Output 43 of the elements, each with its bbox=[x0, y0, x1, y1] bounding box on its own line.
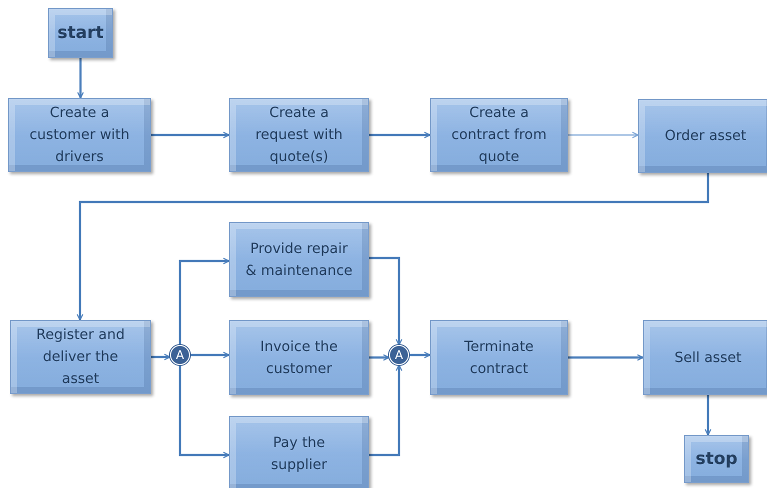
arrow bbox=[190, 352, 230, 358]
step-label: Invoice the customer bbox=[259, 338, 339, 378]
arrow bbox=[77, 58, 84, 99]
arrow bbox=[568, 354, 644, 361]
arrow bbox=[76, 173, 710, 321]
process-box bbox=[10, 320, 151, 394]
process-box bbox=[229, 320, 369, 395]
process-box bbox=[229, 222, 369, 297]
process-box bbox=[229, 416, 369, 488]
step-label: Terminate contract bbox=[463, 338, 535, 378]
arrow bbox=[704, 395, 712, 436]
step-label: Pay the supplier bbox=[270, 434, 328, 474]
process-box bbox=[430, 98, 568, 172]
junction-label: A bbox=[176, 349, 184, 361]
process-box bbox=[229, 98, 369, 172]
step-label: start bbox=[56, 22, 105, 44]
connector-circle bbox=[170, 345, 190, 365]
step-label: Provide repair & maintenance bbox=[244, 240, 354, 280]
process-box bbox=[643, 320, 767, 395]
step-label: Create a request with quote(s) bbox=[254, 104, 344, 167]
arrow bbox=[151, 132, 230, 138]
step-label: Create a contract from quote bbox=[450, 104, 548, 167]
arrow bbox=[568, 132, 639, 138]
connector-circle bbox=[389, 345, 409, 365]
terminal-box bbox=[48, 8, 113, 58]
step-label: Order asset bbox=[664, 127, 748, 146]
step-label: Create a customer with drivers bbox=[28, 104, 131, 167]
junction-label: A bbox=[394, 349, 404, 361]
arrow bbox=[369, 132, 431, 138]
step-label: Sell asset bbox=[674, 348, 742, 368]
process-box bbox=[638, 99, 767, 173]
arrow bbox=[369, 256, 402, 346]
arrow bbox=[369, 364, 402, 456]
process-box bbox=[8, 98, 151, 172]
step-label: Register and deliver the asset bbox=[35, 326, 126, 389]
arrow bbox=[178, 365, 230, 458]
step-label: stop bbox=[694, 448, 739, 470]
arrow bbox=[369, 354, 390, 361]
arrow bbox=[409, 352, 431, 358]
terminal-box bbox=[684, 435, 749, 483]
arrow bbox=[151, 354, 171, 360]
process-box bbox=[430, 320, 568, 395]
arrow bbox=[178, 258, 230, 345]
